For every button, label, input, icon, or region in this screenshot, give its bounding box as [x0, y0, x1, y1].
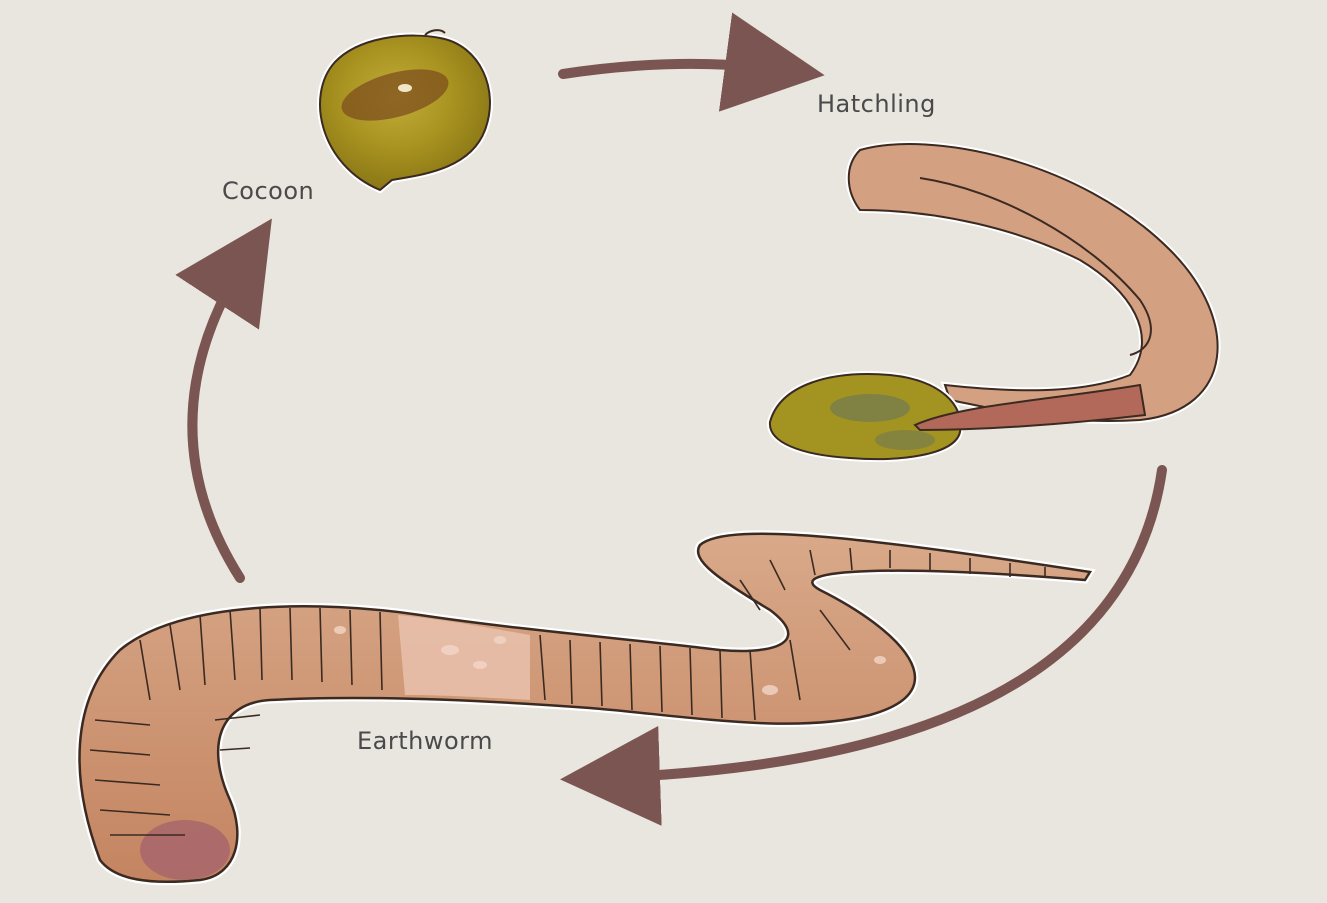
earthworm-illustration: [80, 534, 1090, 882]
stage-label-hatchling: Hatchling: [817, 90, 936, 118]
arrow-cocoon-to-hatchling: [563, 64, 785, 74]
stage-label-cocoon: Cocoon: [222, 177, 314, 205]
stage-label-earthworm: Earthworm: [357, 727, 493, 755]
arrow-earthworm-to-cocoon: [192, 252, 250, 578]
cocoon-illustration: [320, 30, 490, 190]
hatchling-illustration: [770, 144, 1218, 459]
